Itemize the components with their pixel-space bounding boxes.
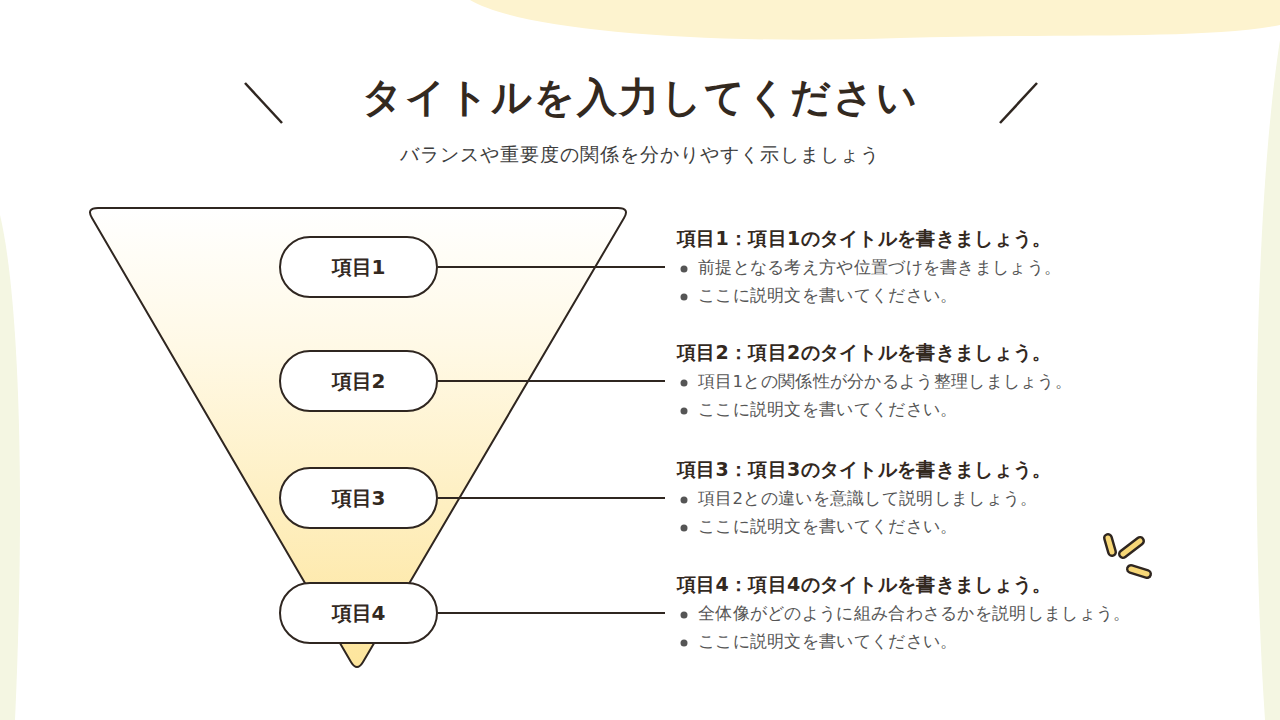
background-blob — [0, 215, 20, 720]
subtitle: バランスや重要度の関係を分かりやすく示しましょう — [0, 142, 1280, 168]
background-blob — [1257, 40, 1280, 720]
title-slash — [1000, 83, 1037, 123]
spark-outline — [1131, 569, 1147, 574]
spark-outline — [1123, 541, 1140, 554]
leader-line — [438, 497, 665, 499]
item-pill: 項目3 — [279, 467, 438, 529]
background-blob — [470, 0, 1280, 40]
item-heading: 項目1：項目1のタイトルを書きましょう。 — [677, 226, 1237, 252]
title-slash — [245, 83, 282, 123]
bullet-text: 前提となる考え方や位置づけを書きましょう。 — [698, 257, 1258, 279]
item-label: 項目1 — [332, 254, 386, 281]
item-pill: 項目4 — [279, 582, 438, 644]
bullet-dot — [681, 497, 688, 504]
spark-outline — [1108, 538, 1112, 552]
item-label: 項目4 — [332, 600, 386, 627]
bullet-text: ここに説明文を書いてください。 — [698, 285, 1258, 307]
leader-line — [438, 266, 665, 268]
item-pill: 項目1 — [279, 236, 438, 298]
item-heading: 項目4：項目4のタイトルを書きましょう。 — [677, 572, 1237, 598]
bullet-text: 項目1との関係性が分かるよう整理しましょう。 — [698, 371, 1258, 393]
bullet-dot — [681, 612, 688, 619]
bullet-dot — [681, 640, 688, 647]
bullet-dot — [681, 380, 688, 387]
bullet-dot — [681, 266, 688, 273]
leader-line — [438, 380, 665, 382]
bullet-text: ここに説明文を書いてください。 — [698, 631, 1258, 653]
bullet-text: ここに説明文を書いてください。 — [698, 516, 1258, 538]
item-heading: 項目2：項目2のタイトルを書きましょう。 — [677, 340, 1237, 366]
bullet-dot — [681, 408, 688, 415]
title: タイトルを入力してください — [0, 70, 1280, 125]
bullet-dot — [681, 525, 688, 532]
spark-decoration — [1108, 538, 1147, 574]
funnel — [90, 208, 626, 667]
bullet-text: ここに説明文を書いてください。 — [698, 399, 1258, 421]
leader-line — [438, 612, 665, 614]
item-pill: 項目2 — [279, 350, 438, 412]
spark-fill — [1123, 541, 1140, 554]
bullet-text: 項目2との違いを意識して説明しましょう。 — [698, 488, 1258, 510]
spark-fill — [1131, 569, 1147, 574]
spark-fill — [1108, 538, 1112, 552]
item-label: 項目3 — [332, 485, 386, 512]
item-label: 項目2 — [332, 368, 386, 395]
bullet-text: 全体像がどのように組み合わさるかを説明しましょう。 — [698, 603, 1258, 625]
item-heading: 項目3：項目3のタイトルを書きましょう。 — [677, 457, 1237, 483]
bullet-dot — [681, 294, 688, 301]
